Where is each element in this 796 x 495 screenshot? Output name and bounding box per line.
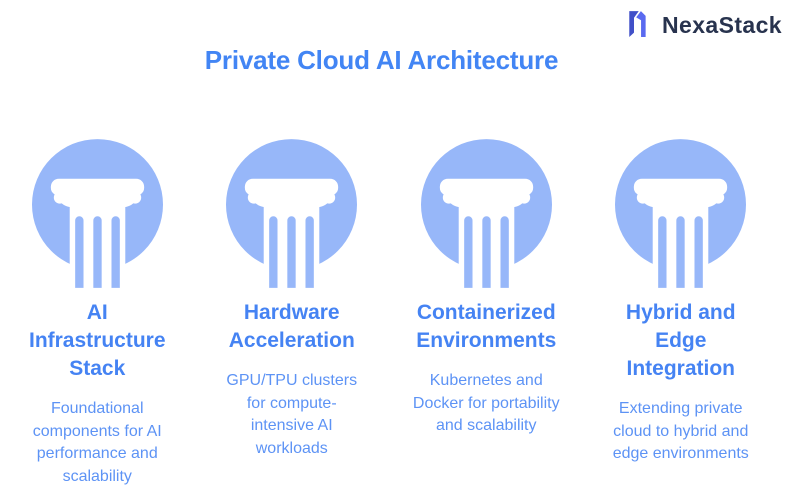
pillar-icon	[226, 139, 358, 288]
pillar-column-containerized-environments: Containerized Environments Kubernetes an…	[389, 139, 584, 488]
column-title: Hybrid and Edge Integration	[625, 301, 736, 380]
pillar-icon	[420, 139, 552, 288]
pillar-column-hybrid-edge-integration: Hybrid and Edge Integration Extending pr…	[584, 139, 779, 488]
logo-text: NexaStack	[662, 11, 782, 38]
logo: NexaStack	[622, 5, 782, 45]
column-title: Hardware Acceleration	[228, 301, 355, 352]
column-title: AI Infrastructure Stack	[28, 301, 166, 380]
pillar-column-hardware-acceleration: Hardware Acceleration GPU/TPU clusters f…	[195, 139, 390, 488]
nexastack-logo-icon	[629, 11, 646, 37]
column-description: Kubernetes and Docker for portability an…	[412, 372, 560, 434]
pillar-column-ai-infrastructure: AI Infrastructure Stack Foundational com…	[0, 139, 195, 488]
pillar-icon	[31, 139, 163, 288]
page-title: Private Cloud AI Architecture	[204, 45, 559, 75]
column-description: Foundational components for AI performan…	[32, 400, 162, 485]
title-wrap: Private Cloud AI Architecture	[0, 0, 796, 76]
column-title: Containerized Environments	[416, 301, 557, 352]
column-description: Extending private cloud to hybrid and ed…	[612, 400, 749, 462]
pillar-icon	[615, 139, 747, 288]
column-description: GPU/TPU clusters for compute- intensive …	[226, 372, 358, 457]
pillars-row: AI Infrastructure Stack Foundational com…	[0, 139, 796, 488]
